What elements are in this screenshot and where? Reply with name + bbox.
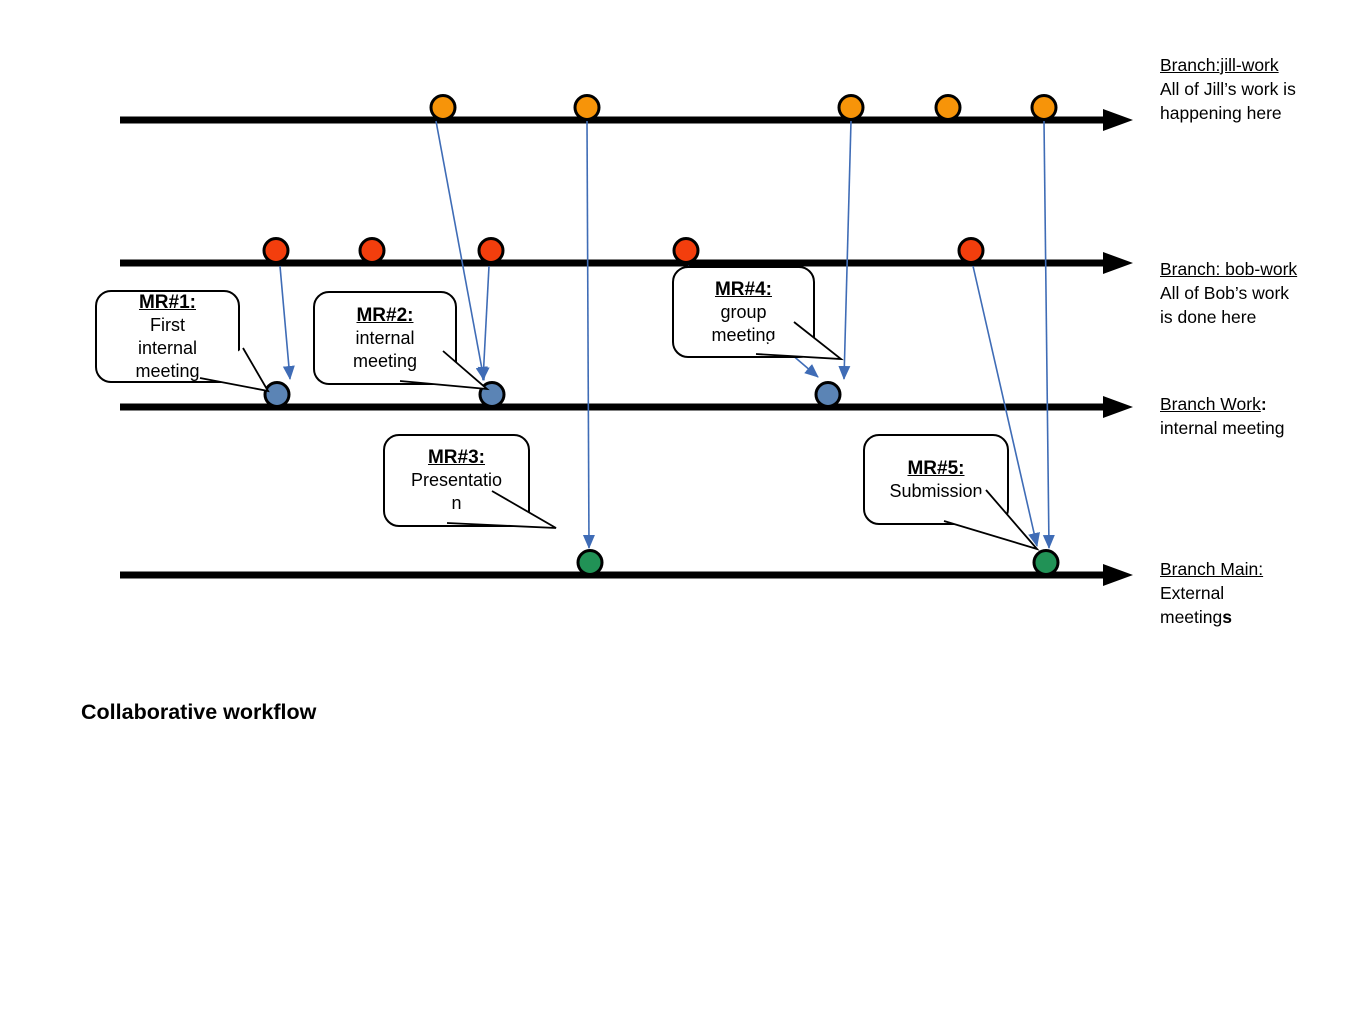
branch-label-line: happening here: [1160, 103, 1282, 123]
merge-arrow-8: [1042, 120, 1055, 549]
merge-arrow-4: [582, 120, 595, 549]
branch-label-work: Branch Work: internal meeting: [1160, 392, 1365, 440]
branch-arrowhead-bob: [1103, 252, 1133, 274]
commit-dot-main: [576, 549, 604, 576]
commit-dot-jill: [934, 94, 962, 121]
commit-dot-jill: [429, 94, 457, 121]
branch-label-title: Branch Work: [1160, 394, 1261, 414]
branch-label-title-suffix: :: [1260, 394, 1267, 414]
commit-dot-bob: [957, 237, 985, 264]
branch-label-title: Branch: bob-work: [1160, 259, 1298, 279]
merge-arrow-6: [838, 120, 852, 380]
callout-title: MR#1:: [138, 291, 196, 313]
branch-arrowhead-jill: [1103, 109, 1133, 131]
commit-dot-main: [1032, 549, 1060, 576]
branch-label-line: is done here: [1160, 307, 1257, 327]
branch-label-line: meetings: [1160, 607, 1232, 627]
branch-label-title: Branch:jill-work: [1160, 55, 1279, 75]
commit-dot-bob: [262, 237, 290, 264]
commit-dot-bob: [672, 237, 700, 264]
callout-title: MR#3:: [427, 447, 485, 468]
callout-title: MR#4:: [714, 278, 772, 300]
callout-body-line: meeting: [135, 360, 200, 381]
callout-title: MR#5:: [907, 457, 965, 479]
commit-dot-jill: [837, 94, 865, 121]
branch-label-line: internal meeting: [1160, 418, 1285, 438]
branch-label-title: Branch Main:: [1160, 559, 1264, 579]
callout-body-line: internal: [355, 327, 415, 348]
commit-dot-work: [263, 381, 291, 408]
merge-arrow-2: [435, 120, 488, 381]
callout-body-line: group: [720, 301, 767, 322]
merge-arrow-1: [279, 265, 295, 380]
callout-title: MR#2:: [356, 304, 414, 326]
commit-dot-bob: [358, 237, 386, 264]
branch-label-main: Branch Main: External meetings: [1160, 557, 1365, 629]
branch-label-line: External: [1160, 583, 1225, 603]
commit-dot-jill: [573, 94, 601, 121]
slide-title: Collaborative workflow: [81, 700, 317, 724]
callout-body-line: internal: [137, 337, 198, 358]
commit-dot-jill: [1030, 94, 1058, 121]
branch-arrowhead-main: [1103, 564, 1133, 586]
callout-body-line: First: [150, 314, 185, 335]
branch-arrowhead-work: [1103, 396, 1133, 418]
commit-dot-bob: [477, 237, 505, 264]
branch-label-line: All of Jill’s work is: [1160, 79, 1296, 99]
commit-dot-work: [814, 381, 842, 408]
callout-body-line: Presentatio: [410, 470, 503, 490]
branch-label-line: All of Bob’s work: [1160, 283, 1290, 303]
